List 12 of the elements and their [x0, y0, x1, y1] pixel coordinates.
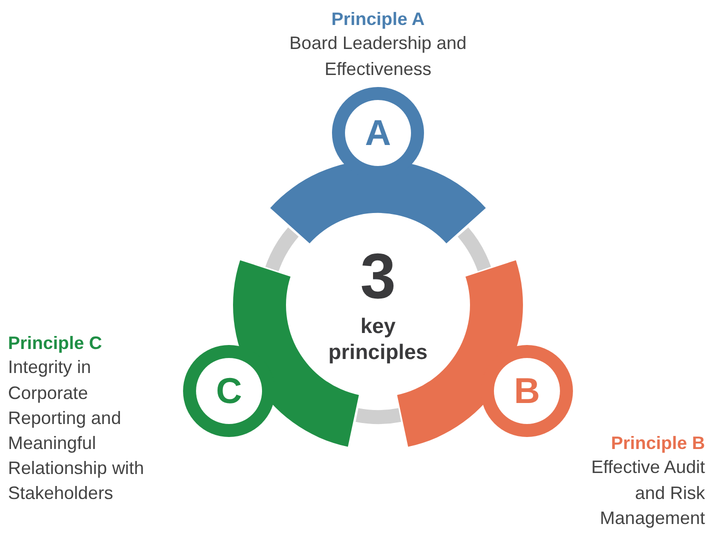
segment-letter: A — [364, 111, 392, 155]
principle-heading: Principle A — [330, 8, 426, 31]
principle-description: Effective Audit and Risk Management — [590, 456, 705, 530]
principle-heading: Principle C — [8, 332, 104, 355]
principle-heading: Principle B — [610, 432, 705, 455]
ring-segment — [270, 87, 486, 244]
principle-description: Integrity in Corporate Reporting and Meaningful Relationship with Stakeholders — [8, 356, 146, 506]
segment-letter: C — [215, 369, 244, 413]
principle-description: Board Leadership and Effectiveness — [288, 32, 468, 81]
segment-letter: B — [512, 369, 541, 413]
center-caption: key principles — [327, 314, 429, 366]
count-number: 3 — [360, 244, 396, 308]
